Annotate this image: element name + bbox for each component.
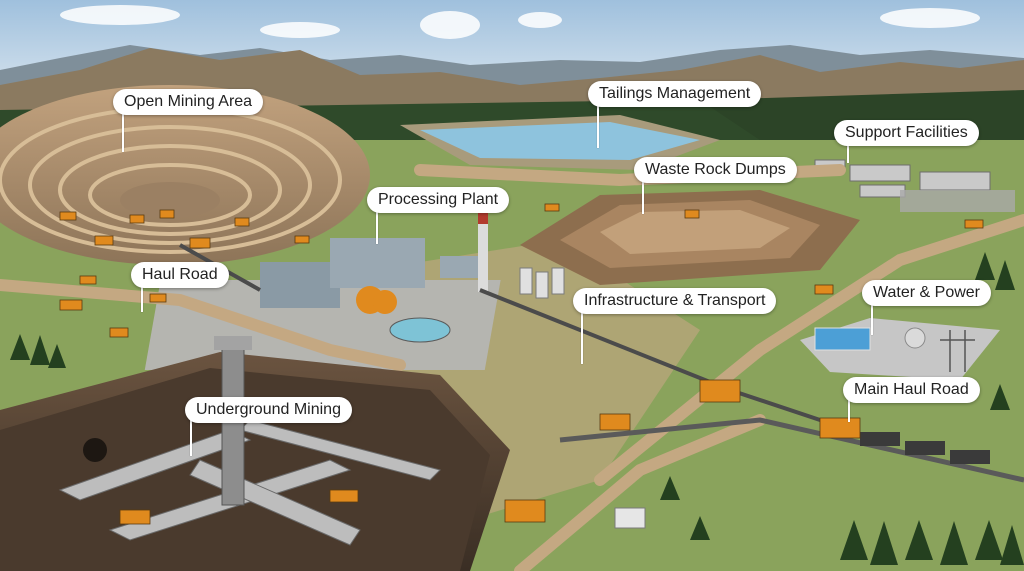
leader-processing-plant: [376, 210, 378, 244]
leader-tailings-management: [597, 104, 599, 148]
label-haul-road: Haul Road: [131, 262, 229, 288]
label-water-power: Water & Power: [862, 280, 991, 306]
leader-open-mining-area: [122, 112, 124, 152]
label-support-facilities: Support Facilities: [834, 120, 979, 146]
leader-waste-rock-dumps: [642, 180, 644, 214]
leader-underground-mining: [190, 420, 192, 456]
label-infrastructure-transport: Infrastructure & Transport: [573, 288, 777, 314]
equipment: [59, 203, 984, 525]
railway: [559, 417, 1024, 483]
label-tailings-management: Tailings Management: [588, 81, 762, 107]
tailings-pond: [400, 115, 720, 170]
label-processing-plant: Processing Plant: [367, 187, 510, 213]
water-power-facility: [800, 318, 1000, 380]
leader-infrastructure-transport: [581, 310, 583, 364]
trees: [10, 252, 1024, 565]
leader-haul-road: [141, 284, 143, 312]
rail-cars: [860, 432, 990, 464]
leader-main-haul-road: [848, 400, 850, 422]
label-waste-rock-dumps: Waste Rock Dumps: [634, 157, 797, 183]
label-main-haul-road: Main Haul Road: [843, 377, 980, 403]
parking-lot: [900, 190, 1015, 212]
leader-water-power: [871, 303, 873, 335]
clouds: [60, 5, 980, 39]
label-open-mining-area: Open Mining Area: [113, 89, 264, 115]
leader-support-facilities: [847, 143, 849, 163]
waste-rock-dump: [520, 190, 860, 285]
label-underground-mining: Underground Mining: [185, 397, 352, 423]
guard-shed: [614, 507, 646, 529]
